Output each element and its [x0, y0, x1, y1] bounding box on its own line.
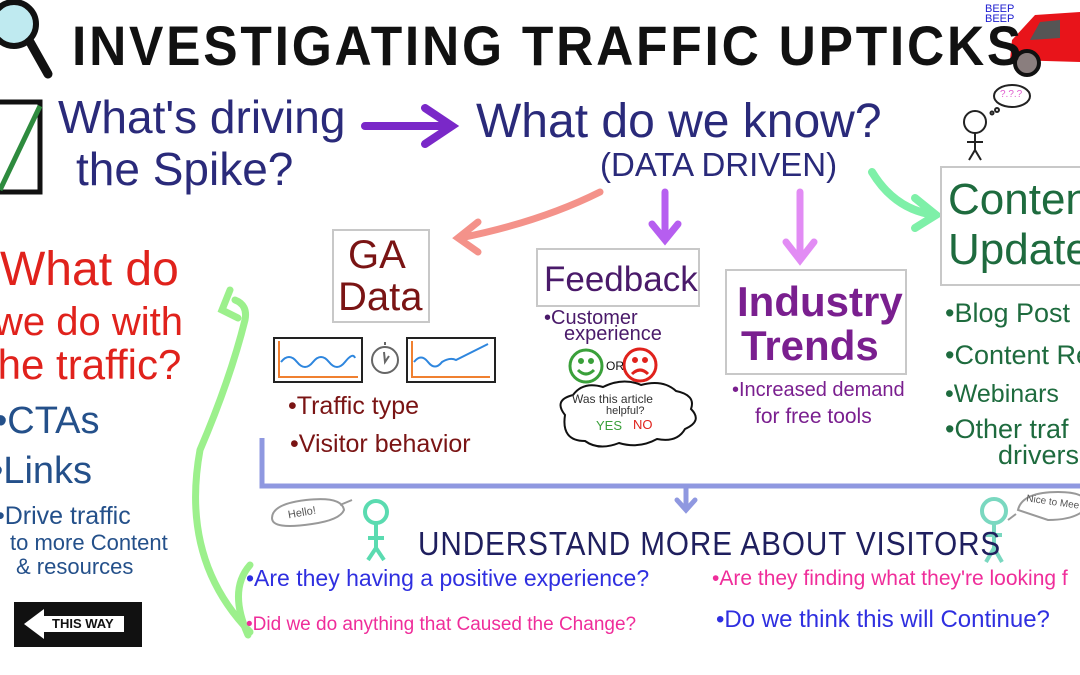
nice-bubble-icon	[1007, 490, 1080, 522]
ga-item-2: •Visitor behavior	[290, 430, 471, 458]
bracket-line	[259, 438, 1080, 489]
question-caused: •Did we do anything that Caused the Chan…	[246, 614, 637, 635]
question-finding: •Are they finding what they're looking f	[712, 567, 1068, 590]
what-do-line2: we do with	[0, 300, 183, 344]
cloud-question-1: Was this article	[572, 392, 653, 406]
arrow-to-trends-icon	[782, 188, 818, 266]
content-updates-box: Conten Update	[940, 166, 1080, 286]
feedback-item-2: experience	[564, 323, 662, 345]
content-item-1: •Blog Post	[945, 298, 1071, 328]
what-do-item-1: •CTAs	[0, 400, 100, 442]
trends-item-2: for free tools	[755, 405, 872, 428]
stick-figure-left-icon	[363, 499, 389, 562]
magnifier-icon	[0, 0, 53, 79]
happy-face-icon	[568, 348, 604, 384]
sad-face-icon	[622, 347, 658, 383]
arrow-right-icon	[361, 104, 460, 148]
content-item-3: •Webinars	[945, 380, 1059, 408]
question-driving-line2: the Spike?	[76, 143, 294, 195]
what-do-line1: What do	[0, 243, 179, 296]
thinking-figure-icon	[963, 84, 1031, 161]
cloud-question-2: helpful?	[606, 405, 645, 417]
feedback-item-1: •Customer	[544, 307, 638, 329]
arrow-to-feedback-icon	[648, 188, 682, 246]
trends-title-2: Trends	[741, 322, 879, 369]
feedback-title: Feedback	[544, 260, 698, 299]
chart-after-icon	[406, 337, 496, 383]
no-option[interactable]: NO	[633, 417, 653, 432]
content-item-5: drivers	[998, 440, 1080, 470]
what-do-item-3: •Drive traffic	[0, 502, 131, 530]
curved-arrow-icon	[192, 286, 254, 636]
hello-bubble-icon	[270, 498, 353, 527]
feedback-box: Feedback	[536, 248, 700, 307]
understand-title: UNDERSTAND MORE ABOUT VISITORS	[418, 525, 1002, 562]
page-title: INVESTIGATING TRAFFIC UPTICKS	[72, 14, 1025, 77]
ga-data-box: GA Data	[332, 229, 430, 323]
industry-trends-box: Industry Trends	[725, 269, 907, 375]
chart-before-icon	[273, 337, 363, 383]
content-updates-title-1: Conten	[948, 175, 1080, 224]
what-do-item-2: •Links	[0, 450, 93, 492]
trends-item-1: •Increased demand	[732, 379, 905, 401]
what-do-line3: the traffic?	[0, 341, 182, 388]
arrow-to-ga-icon	[452, 188, 604, 256]
car-icon	[1010, 12, 1080, 77]
car-sound: BEEP BEEP	[985, 3, 1015, 25]
ga-title-2: Data	[338, 275, 423, 319]
this-way-sign-icon	[14, 602, 142, 647]
stick-figure-right-icon	[980, 497, 1008, 563]
or-label: OR	[606, 359, 624, 373]
this-way-label: THIS WAY	[52, 616, 114, 631]
arrow-to-content-icon	[868, 168, 943, 232]
content-updates-title-2: Update	[948, 225, 1080, 274]
trends-title-1: Industry	[737, 278, 903, 325]
content-item-4: •Other traf	[945, 414, 1069, 444]
arrow-down-icon	[674, 485, 698, 514]
what-do-item-5: & resources	[16, 554, 134, 579]
checkbox-icon	[0, 99, 43, 195]
thought-marks: ?.?.?	[1000, 89, 1023, 100]
question-know: What do we know?	[476, 95, 882, 148]
yes-option[interactable]: YES	[596, 418, 623, 433]
ga-title-1: GA	[348, 233, 406, 277]
question-positive: •Are they having a positive experience?	[246, 565, 650, 591]
question-continue: •Do we think this will Continue?	[716, 606, 1050, 633]
cloud-icon	[559, 380, 697, 448]
what-do-item-4: to more Content	[10, 530, 168, 555]
stopwatch-icon	[371, 342, 399, 374]
question-driving-line1: What's driving	[58, 91, 346, 143]
ga-item-1: •Traffic type	[288, 392, 420, 420]
content-item-2: •Content Re	[945, 340, 1080, 370]
data-driven-label: (DATA DRIVEN)	[600, 146, 838, 183]
